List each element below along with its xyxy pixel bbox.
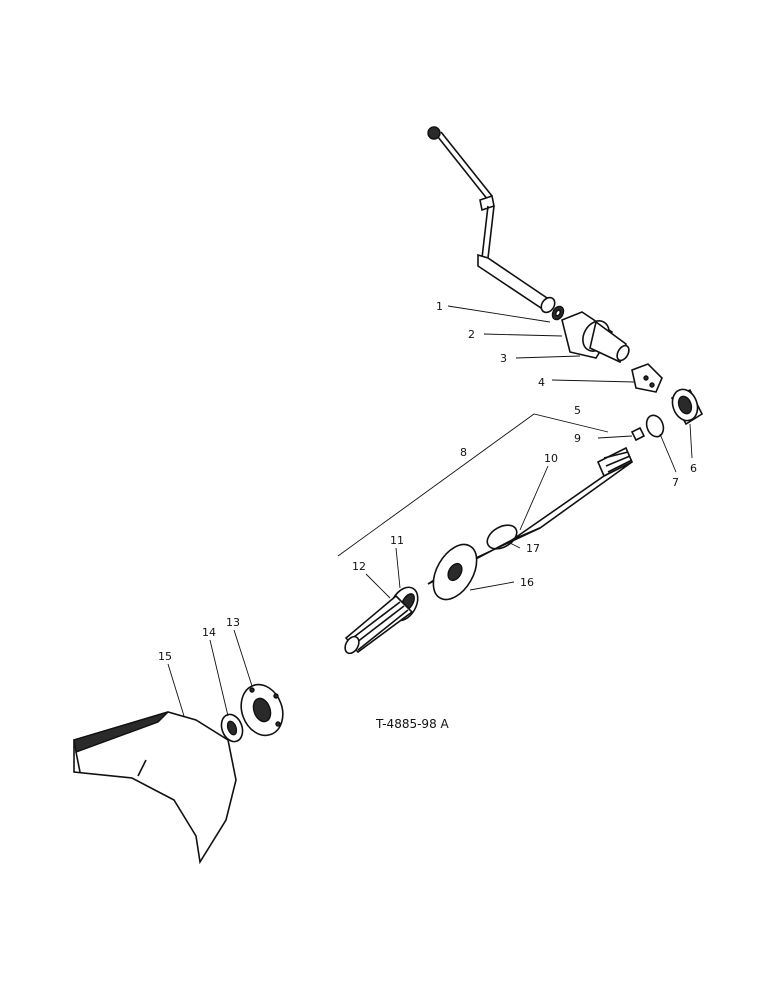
callout-13: 13 — [226, 616, 240, 629]
pto-shaft-assembly — [344, 446, 634, 655]
lever-housing — [561, 311, 630, 364]
callout-9: 9 — [574, 432, 581, 445]
sliding-coupler — [670, 388, 704, 426]
callout-17: 17 — [526, 542, 540, 555]
callout-16: 16 — [520, 576, 534, 589]
control-lever — [427, 126, 556, 314]
callout-2: 2 — [468, 328, 475, 341]
pto-shield — [73, 711, 237, 865]
callout-14: 14 — [202, 626, 216, 639]
callout-8: 8 — [460, 446, 467, 459]
seal — [220, 713, 244, 743]
pin — [630, 426, 646, 442]
snap-ring — [645, 414, 665, 438]
bearing-retainer — [240, 683, 284, 737]
callout-5: 5 — [574, 404, 581, 417]
callout-3: 3 — [500, 352, 507, 365]
shift-fork — [631, 363, 663, 393]
washer — [551, 305, 565, 321]
callout-labels: 1 2 3 4 5 6 7 8 9 10 11 12 13 14 15 16 1… — [158, 300, 697, 663]
callout-6: 6 — [690, 462, 697, 475]
drawing-number: T-4885-98 A — [375, 717, 450, 731]
callout-7: 7 — [672, 476, 679, 489]
leader-lines — [167, 305, 693, 717]
callout-15: 15 — [158, 650, 172, 663]
callout-1: 1 — [436, 300, 443, 313]
callout-12: 12 — [352, 560, 366, 573]
callout-4: 4 — [538, 376, 545, 389]
callout-11: 11 — [390, 534, 404, 547]
callout-10: 10 — [544, 452, 558, 465]
